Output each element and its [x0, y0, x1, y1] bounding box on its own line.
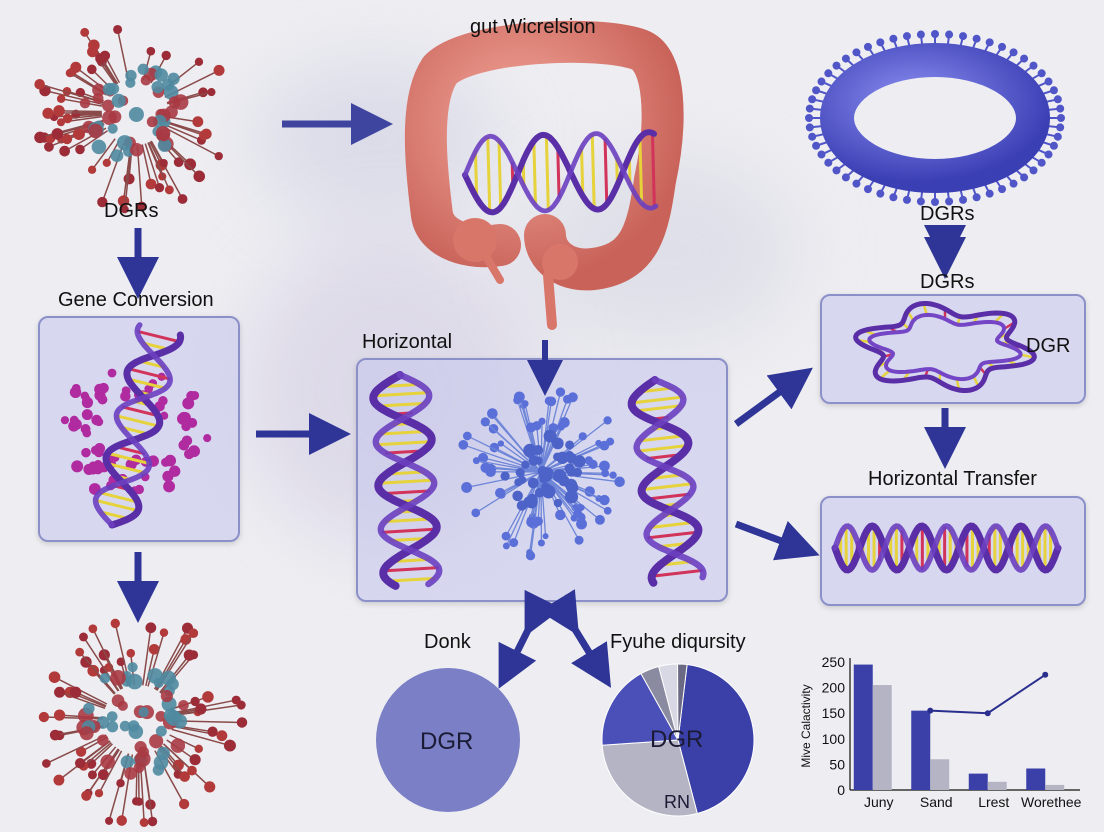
dna-helix-gut [462, 129, 659, 216]
pie1-center-label: DGR [420, 728, 474, 755]
pie2-rn-label: RN [664, 792, 690, 812]
dna-helices [92, 301, 1062, 590]
x-tick-label: Lrest [978, 794, 1009, 810]
horizontal-label: Horizontal [362, 331, 453, 353]
x-tick-label: Worethee [1021, 794, 1082, 810]
y-tick-label: 150 [822, 705, 846, 721]
trend-line [930, 673, 1046, 715]
y-axis-label: Mive Calactivity [799, 684, 813, 767]
y-tick-label: 50 [829, 756, 845, 772]
pie-chart-diversity [601, 663, 755, 817]
bar [930, 759, 950, 790]
trend-point [984, 710, 991, 717]
x-tick-label: Juny [864, 794, 894, 810]
trend-point [927, 707, 934, 714]
bar [1045, 784, 1065, 790]
dgrs-label-mid-right: DGRs [920, 271, 975, 293]
y-tick-label: 200 [822, 680, 846, 696]
donk-label: Donk [424, 631, 471, 653]
x-tick-label: Sand [920, 794, 953, 810]
bar [853, 664, 873, 790]
dgr-particle-bottom-left [38, 618, 248, 827]
diversity-label: Fyuhe diqursity [610, 631, 746, 653]
dna-ring-helix [853, 301, 1037, 393]
bar [872, 685, 892, 790]
protein-cluster-center [458, 387, 625, 561]
pie-slice [601, 672, 679, 746]
trend-point [1042, 671, 1049, 678]
pie-slice [677, 663, 755, 815]
horizontal-transfer-label: Horizontal Transfer [868, 468, 1037, 490]
bar [968, 773, 988, 790]
bar [911, 710, 931, 790]
y-tick-label: 250 [822, 654, 846, 670]
bar [987, 781, 1007, 790]
dgrs-label-top-left: DGRs [104, 200, 159, 222]
pie-slice [677, 663, 688, 741]
gut-title: gut Wicrelsion [470, 16, 596, 38]
pie2-center-label: DGR [650, 726, 704, 753]
dgr-particle-top-left [34, 24, 225, 214]
bar [1026, 768, 1046, 790]
y-tick-label: 100 [822, 731, 846, 747]
dgr-ring-particle [805, 30, 1065, 206]
y-tick-label: 0 [837, 782, 845, 798]
dgr-panel-label: DGR [1026, 335, 1071, 357]
arrows [117, 103, 966, 689]
pie-chart-donk [376, 668, 520, 812]
gene-conversion-label: Gene Conversion [58, 289, 214, 311]
pie-slice [601, 739, 698, 817]
dgrs-label-top-right: DGRs [920, 203, 975, 225]
gut-illustration [404, 20, 684, 330]
